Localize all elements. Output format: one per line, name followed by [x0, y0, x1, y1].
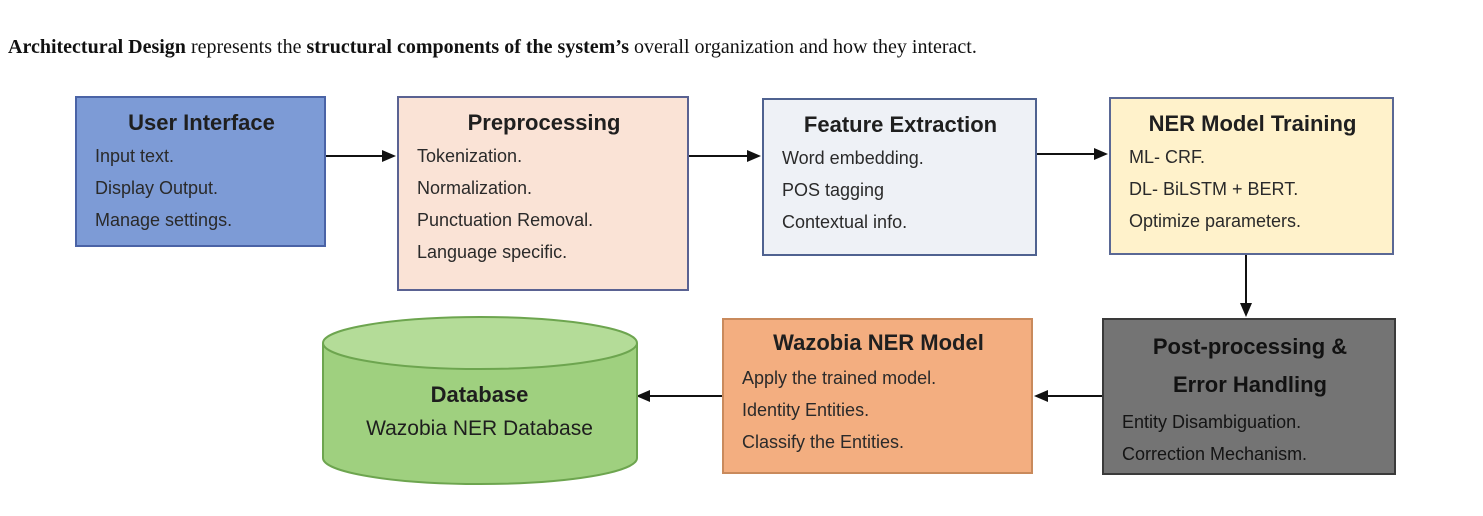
preprocessing-item: Language specific.	[417, 242, 568, 262]
caption-emphasis: structural components of the system’s	[306, 36, 630, 58]
caption-term: Architectural Design	[8, 36, 186, 58]
feature-extraction-box: Feature Extraction Word embedding. POS t…	[762, 98, 1037, 256]
caption-text-2: overall organization and how they intera…	[629, 36, 977, 58]
preprocessing-box: Preprocessing Tokenization. Normalizatio…	[397, 96, 689, 291]
preprocessing-item: Normalization.	[417, 178, 533, 198]
database-title: Database	[430, 382, 529, 407]
ner-model-training-box: NER Model Training ML- CRF. DL- BiLSTM +…	[1109, 97, 1394, 255]
diagram-caption: Architectural Design represents the stru…	[8, 36, 977, 59]
user-interface-item: Display Output.	[95, 178, 219, 198]
arrowhead-training-to-postprocessing	[1240, 303, 1252, 317]
preprocessing-item: Tokenization.	[417, 146, 523, 166]
database-label: Database Wazobia NER Database	[322, 378, 637, 446]
preprocessing-item: Punctuation Removal.	[417, 210, 594, 230]
arrowhead-postprocessing-to-model	[1034, 390, 1048, 402]
user-interface-item: Manage settings.	[95, 210, 233, 230]
ner-model-training-title: NER Model Training	[1148, 111, 1357, 136]
database-subtitle: Wazobia NER Database	[366, 417, 593, 440]
user-interface-title: User Interface	[128, 110, 275, 135]
post-processing-box: Post-processing & Error Handling Entity …	[1102, 318, 1396, 475]
database-cylinder-top	[322, 316, 638, 370]
ner-model-training-item: Optimize parameters.	[1129, 211, 1302, 231]
wazobia-ner-model-item: Apply the trained model.	[742, 368, 937, 388]
feature-extraction-title: Feature Extraction	[803, 112, 998, 137]
wazobia-ner-model-item: Classify the Entities.	[742, 432, 905, 452]
wazobia-ner-model-title: Wazobia NER Model	[773, 330, 984, 355]
ner-model-training-item: DL- BiLSTM + BERT.	[1129, 179, 1299, 199]
post-processing-title: Post-processing & Error Handling	[1122, 328, 1378, 404]
arrowhead-ui-to-preprocessing	[382, 150, 396, 162]
ner-model-training-item: ML- CRF.	[1129, 147, 1205, 167]
post-processing-title-line: Post-processing &	[1152, 334, 1348, 359]
preprocessing-title: Preprocessing	[467, 110, 621, 135]
arrowhead-preprocessing-to-features	[747, 150, 761, 162]
user-interface-box: User Interface Input text. Display Outpu…	[75, 96, 326, 247]
feature-extraction-item: Contextual info.	[782, 212, 908, 232]
feature-extraction-item: Word embedding.	[782, 148, 924, 168]
wazobia-ner-model-item: Identity Entities.	[742, 400, 870, 420]
user-interface-item: Input text.	[95, 146, 175, 166]
wazobia-ner-model-box: Wazobia NER Model Apply the trained mode…	[722, 318, 1033, 474]
post-processing-title-line: Error Handling	[1172, 372, 1327, 397]
arrowhead-model-to-database	[636, 390, 650, 402]
post-processing-item: Correction Mechanism.	[1122, 444, 1308, 464]
feature-extraction-item: POS tagging	[782, 180, 885, 200]
caption-text-1: represents the	[185, 36, 307, 58]
arrowhead-features-to-training	[1094, 148, 1108, 160]
post-processing-item: Entity Disambiguation.	[1122, 412, 1302, 432]
